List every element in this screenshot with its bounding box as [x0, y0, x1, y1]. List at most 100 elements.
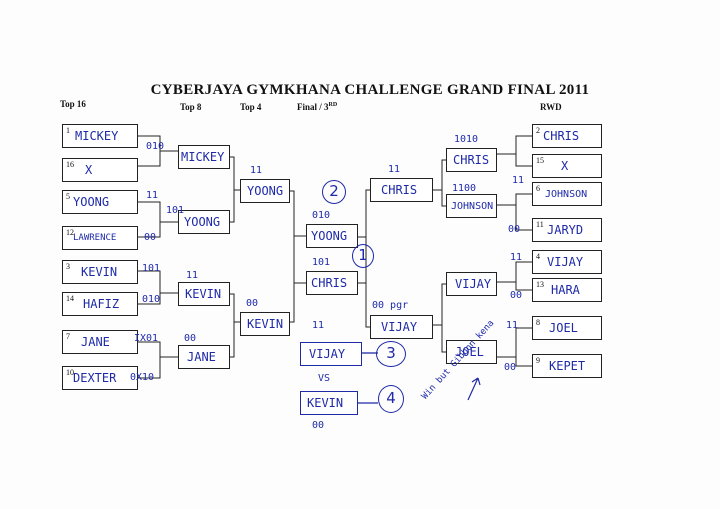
player-name: CHRIS	[381, 183, 418, 197]
player-name: VIJAY	[309, 347, 346, 361]
qf-left-slot-4: JANE	[178, 345, 230, 369]
r16-right-slot-7: 8 JOEL	[532, 316, 602, 340]
r16-left-slot-4: 12 LAWRENCE	[62, 226, 138, 250]
seed-number: 10	[66, 368, 74, 377]
score-label: 0X10	[130, 372, 155, 383]
third-place-slot-1: VIJAY	[300, 342, 362, 366]
score-label: 101	[166, 205, 185, 216]
header-top8: Top 8	[180, 102, 202, 112]
seed-number: 15	[536, 156, 544, 165]
score-label: 00	[508, 224, 521, 235]
player-name: JOEL	[455, 345, 484, 359]
qf-right-slot-4: JOEL	[446, 340, 497, 364]
r16-right-slot-8: 9 KEPET	[532, 354, 602, 378]
seed-number: 11	[536, 220, 544, 229]
score-label: 101	[312, 257, 331, 268]
player-name: JOEL	[549, 321, 578, 335]
player-name: DEXTER	[73, 371, 117, 385]
seed-number: 6	[536, 184, 540, 193]
score-label: 11	[506, 320, 519, 331]
player-name: KEVIN	[185, 287, 222, 301]
score-label: 010	[142, 294, 161, 305]
player-name: VIJAY	[381, 320, 418, 334]
r16-left-slot-8: 10 DEXTER	[62, 366, 138, 390]
score-label: 11	[312, 320, 325, 331]
qf-right-slot-2: JOHNSON	[446, 194, 497, 218]
score-label: 00	[504, 362, 517, 373]
player-name: X	[85, 163, 93, 177]
third-place-marker: 3	[376, 341, 406, 367]
r16-left-slot-7: 7 JANE	[62, 330, 138, 354]
seed-number: 12	[66, 228, 74, 237]
player-name: KEVIN	[81, 265, 118, 279]
score-label: 00	[510, 290, 523, 301]
player-name: CHRIS	[543, 129, 580, 143]
r16-left-slot-1: 1 MICKEY	[62, 124, 138, 148]
player-name: JARYD	[547, 223, 584, 237]
seed-number: 3	[66, 262, 70, 271]
player-name: YOONG	[247, 184, 284, 198]
player-name: JOHNSON	[451, 201, 494, 212]
score-label: 11	[388, 164, 401, 175]
seed-number: 2	[536, 126, 540, 135]
r16-right-slot-5: 4 VIJAY	[532, 250, 602, 274]
player-name: YOONG	[73, 195, 110, 209]
player-name: KEPET	[549, 359, 586, 373]
player-name: VIJAY	[455, 277, 492, 291]
seed-number: 8	[536, 318, 540, 327]
score-label: 11	[510, 252, 523, 263]
third-place-slot-2: KEVIN	[300, 391, 358, 415]
sf-right-slot-1: CHRIS	[370, 178, 433, 202]
player-name: YOONG	[311, 229, 348, 243]
page-title: CYBERJAYA GYMKHANA CHALLENGE GRAND FINAL…	[150, 82, 590, 98]
player-name: CHRIS	[311, 276, 348, 290]
r16-left-slot-5: 3 KEVIN	[62, 260, 138, 284]
player-name: JANE	[187, 350, 216, 364]
qf-left-slot-1: MICKEY	[178, 145, 230, 169]
score-label: 101	[142, 263, 161, 274]
player-name: HARA	[551, 283, 580, 297]
header-top4: Top 4	[240, 102, 262, 112]
sf-left-slot-1: YOONG	[240, 179, 290, 203]
final-slot-2: CHRIS	[306, 271, 358, 295]
score-label: 00 pgr	[372, 300, 409, 311]
score-label: 00	[312, 420, 325, 431]
seed-number: 13	[536, 280, 544, 289]
versus-label: VS	[318, 373, 331, 384]
player-name: X	[561, 159, 569, 173]
seed-number: 4	[536, 252, 540, 261]
score-label: 1010	[454, 134, 479, 145]
header-top16: Top 16	[60, 99, 86, 109]
header-rwd: RWD	[540, 102, 562, 112]
seed-number: 7	[66, 332, 70, 341]
player-name: CHRIS	[453, 153, 490, 167]
qf-left-slot-2: YOONG	[178, 210, 230, 234]
r16-left-slot-6: 14 HAFIZ	[62, 292, 138, 316]
qf-right-slot-3: VIJAY	[446, 272, 497, 296]
score-label: 11	[146, 190, 159, 201]
r16-right-slot-6: 13 HARA	[532, 278, 602, 302]
r16-right-slot-4: 11 JARYD	[532, 218, 602, 242]
score-label: 010	[312, 210, 331, 221]
r16-right-slot-2: 15 X	[532, 154, 602, 178]
r16-left-slot-2: 16 X	[62, 158, 138, 182]
score-label: 1100	[452, 183, 477, 194]
player-name: HAFIZ	[83, 297, 120, 311]
sf-left-slot-2: KEVIN	[240, 312, 290, 336]
score-label: IX01	[134, 333, 159, 344]
player-name: MICKEY	[181, 150, 225, 164]
seed-number: 16	[66, 160, 74, 169]
fourth-place-marker: 4	[378, 385, 404, 413]
player-name: JOHNSON	[545, 189, 588, 200]
score-label: 00	[246, 298, 259, 309]
player-name: JANE	[81, 335, 110, 349]
score-label: 010	[146, 141, 165, 152]
player-name: YOONG	[184, 215, 221, 229]
final-slot-1: YOONG	[306, 224, 358, 248]
score-label: 00	[184, 333, 197, 344]
player-name: LAWRENCE	[73, 233, 117, 243]
qf-right-slot-1: CHRIS	[446, 148, 497, 172]
first-place-marker: 1	[352, 244, 374, 268]
